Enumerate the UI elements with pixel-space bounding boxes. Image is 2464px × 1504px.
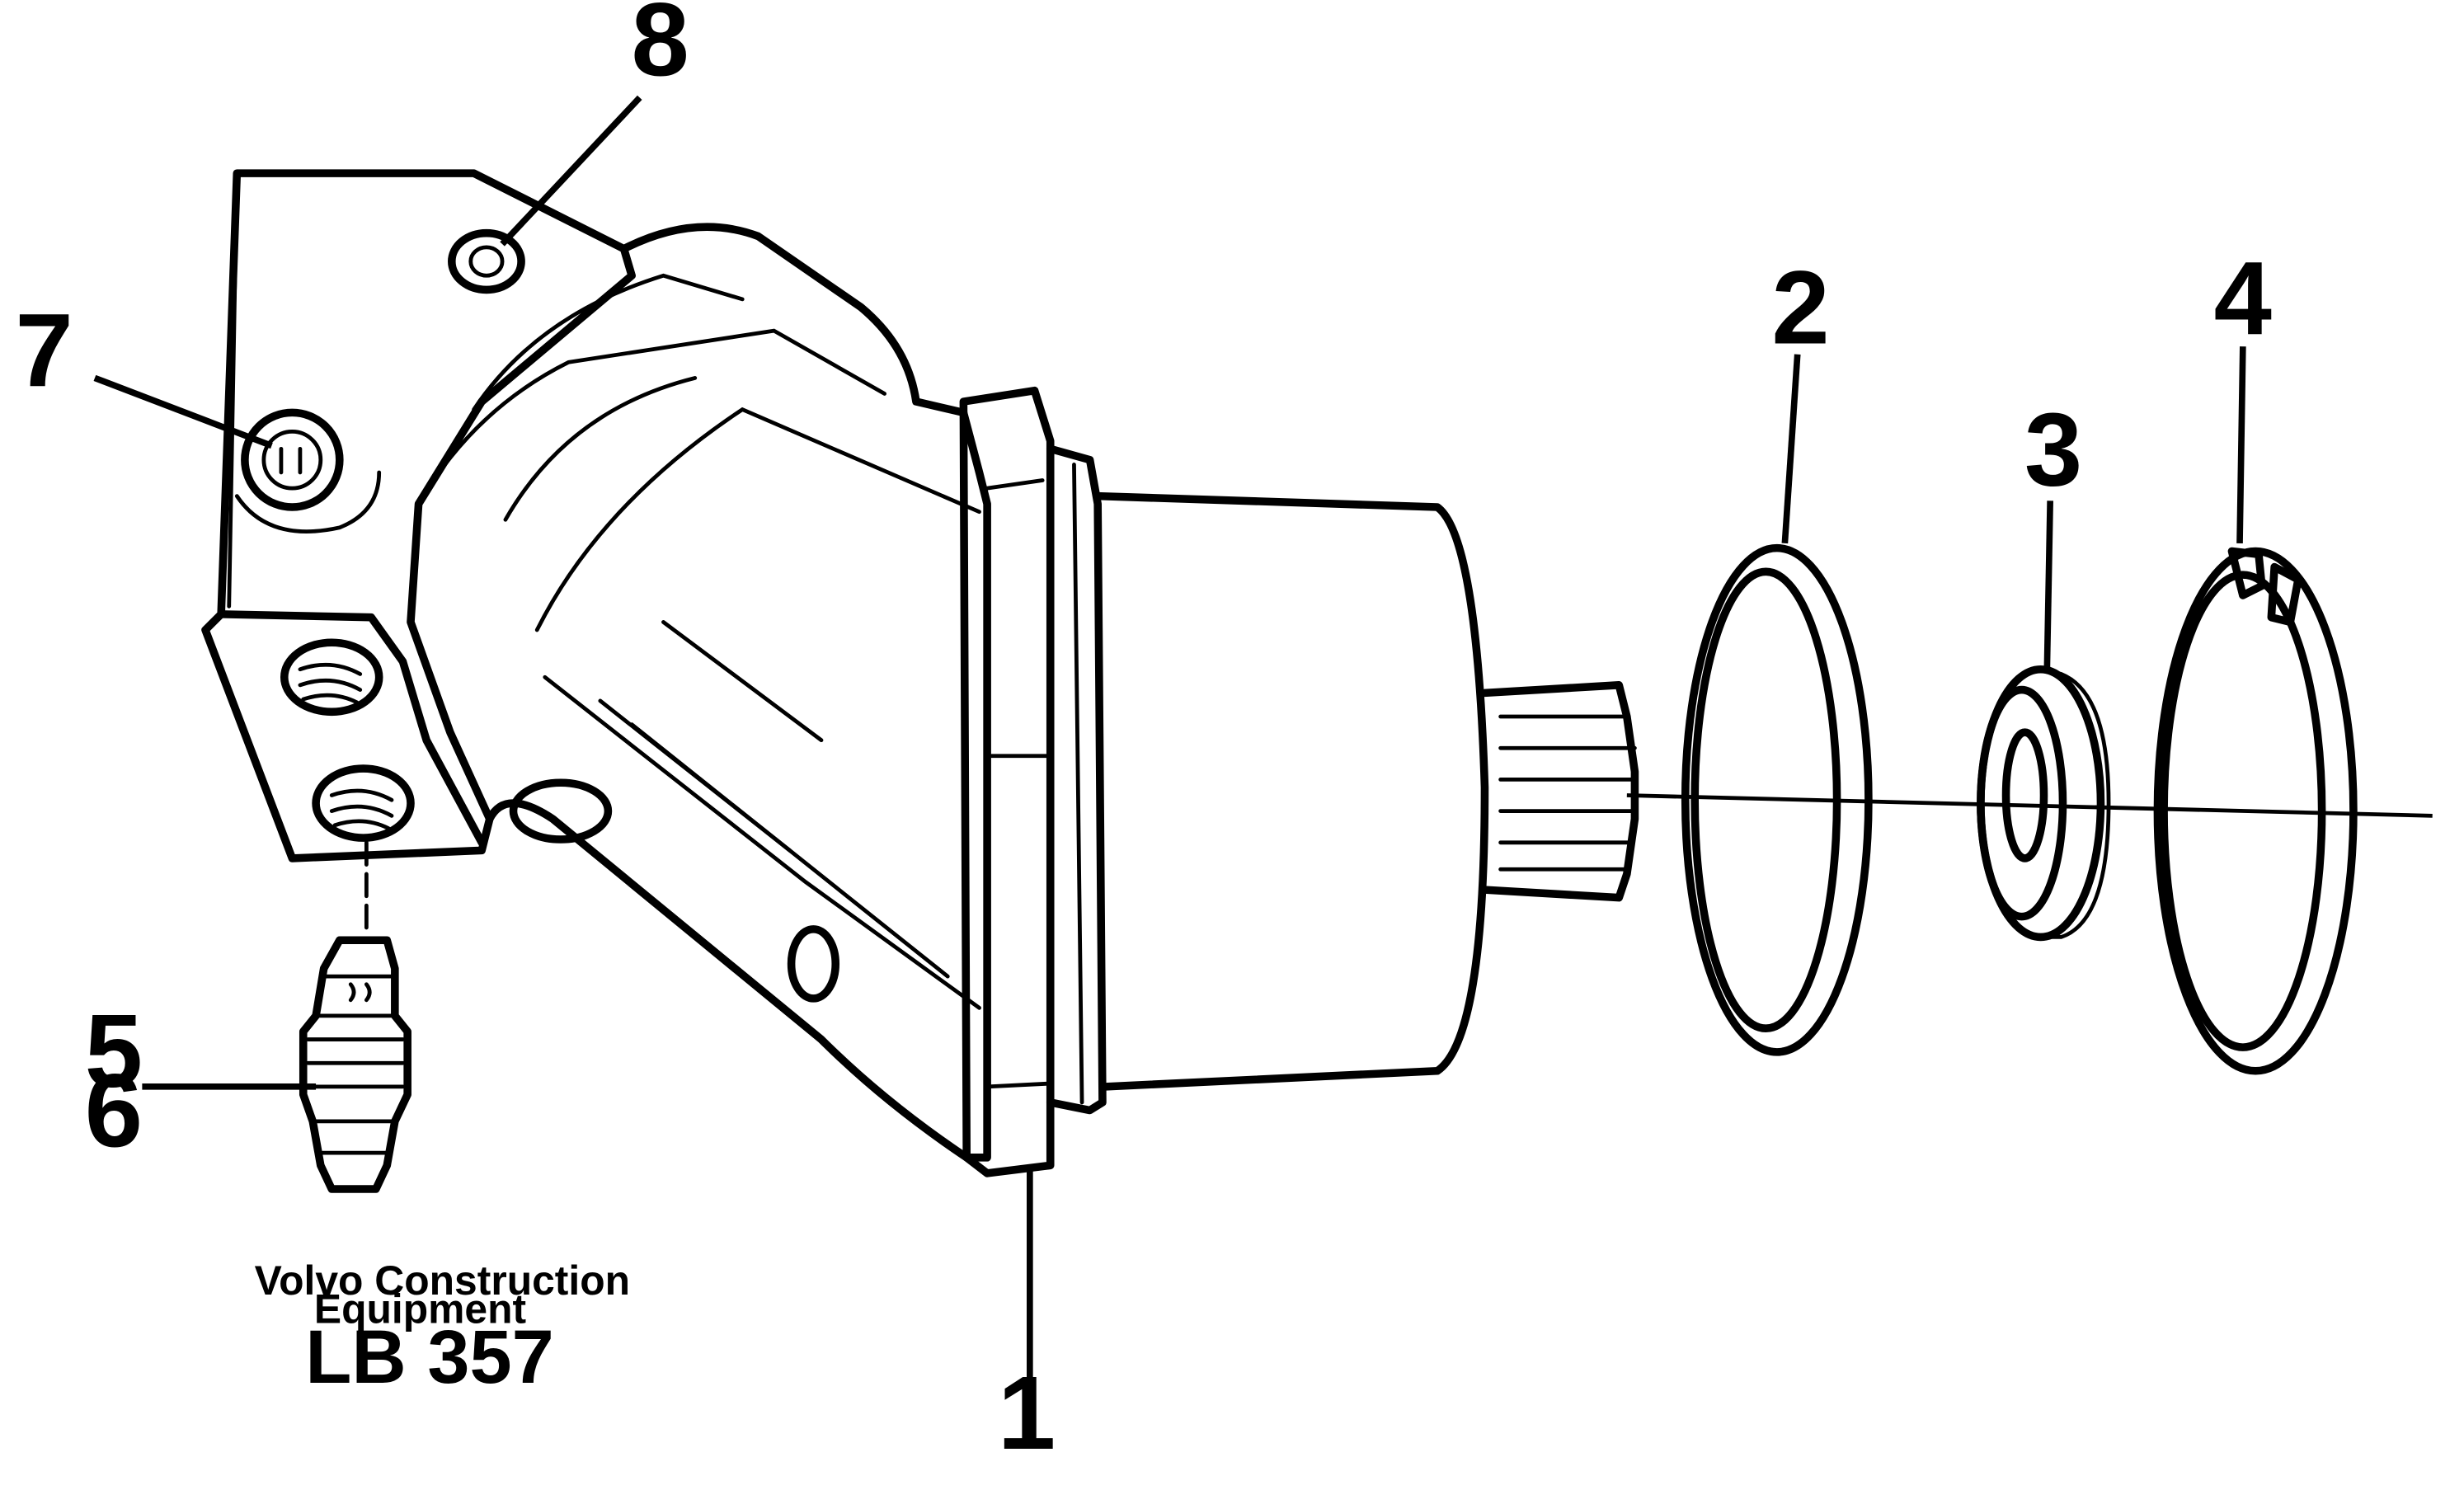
snap-ring <box>2153 547 2358 1075</box>
motor-nose-cylinder <box>1093 491 1489 1091</box>
motor-housing <box>485 223 991 1162</box>
housing-side-boss <box>509 778 613 844</box>
center-axis-line <box>1626 793 2433 818</box>
leader-line-3 <box>2043 501 2053 670</box>
plug-screw-8 <box>448 228 525 294</box>
callout-1: 1 <box>998 1355 1056 1471</box>
caption-line-1: Volvo Construction <box>255 1257 630 1304</box>
lower-threaded-port <box>312 764 415 842</box>
fitting-body <box>299 936 411 1193</box>
callout-3: 3 <box>2024 391 2082 507</box>
port-block-side-face <box>217 610 486 847</box>
mounting-flange <box>959 386 1055 1177</box>
leader-line-8 <box>500 95 642 247</box>
callout-6: 6 <box>85 1053 143 1169</box>
callout-5: 5 <box>85 993 143 1109</box>
callout-2: 2 <box>1771 250 1829 366</box>
callout-7: 7 <box>15 292 73 408</box>
hydraulic-motor <box>201 169 1639 1177</box>
leader-line-4 <box>2236 346 2246 543</box>
callout-8: 8 <box>631 0 689 98</box>
leader-line-2 <box>1781 354 1801 544</box>
callout-4: 4 <box>2214 240 2272 356</box>
o-ring <box>1681 543 1873 1056</box>
upper-threaded-port <box>280 638 383 717</box>
shaft-seal <box>1977 665 2111 942</box>
splined-output-shaft <box>1480 681 1639 902</box>
flange-seal-ring <box>1046 444 1107 1115</box>
leader-line-7 <box>93 374 273 449</box>
caption-line-2: Equipment <box>314 1285 526 1332</box>
drawing-code: LB 357 <box>305 1315 553 1399</box>
housing-drain-hole <box>787 925 840 1003</box>
plug-screw-7 <box>241 408 344 511</box>
motor-port-block <box>201 169 636 862</box>
pressure-fitting <box>299 840 411 1193</box>
